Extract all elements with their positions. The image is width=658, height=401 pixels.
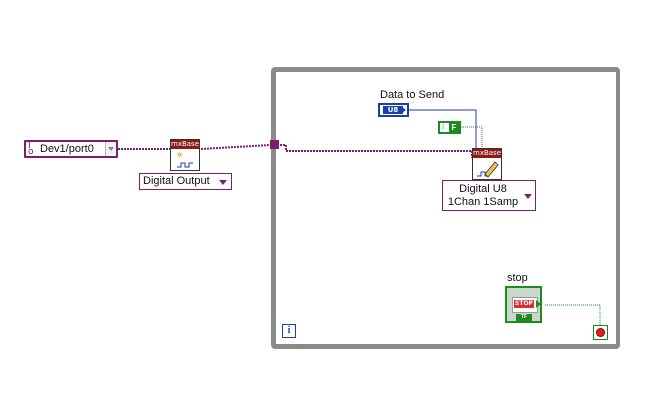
io-channel-label: Dev1/port0 [40, 143, 94, 155]
stop-type-badge: TF [516, 314, 532, 321]
data-to-send-label: Data to Send [380, 89, 445, 101]
data-wire [409, 109, 477, 148]
svg-text:✳: ✳ [176, 151, 184, 161]
stop-condition-icon [597, 329, 604, 336]
stop-button-text: STOP [514, 300, 534, 308]
loop-condition-terminal[interactable] [593, 325, 608, 340]
bool-wire [461, 126, 483, 148]
write-vi[interactable]: mxBase [472, 148, 502, 180]
stop-button-terminal[interactable]: STOP TF [505, 286, 542, 323]
stop-label: stop [507, 272, 528, 284]
stop-button-face: STOP [512, 297, 538, 313]
task-wire-3 [280, 144, 473, 158]
task-type-ring-value: Digital Output [143, 175, 210, 187]
create-task-vi-header: mxBase [171, 140, 200, 149]
io-channel-dropdown-arrow[interactable] [105, 142, 116, 156]
terminal-arrow-icon [402, 107, 406, 113]
terminal-arrow-icon [536, 300, 541, 308]
task-wire-2 [200, 144, 271, 150]
u8-type-badge: U8 [383, 106, 403, 114]
write-type-line1: Digital U8 [459, 183, 507, 195]
chevron-down-icon [524, 194, 532, 199]
stop-wire [545, 304, 601, 325]
iteration-terminal: i [282, 324, 296, 338]
data-to-send-terminal[interactable]: U8 [378, 103, 409, 117]
write-type-line2: 1Chan 1Samp [447, 196, 519, 208]
bool-tf-icon: ⁞ [442, 123, 445, 131]
digital-output-icon: ✳ [176, 151, 193, 168]
write-type-ring[interactable]: Digital U8 1Chan 1Samp [442, 180, 536, 211]
write-vi-header: mxBase [473, 149, 502, 158]
bool-constant-value: F [449, 123, 459, 132]
boolean-constant[interactable]: ⁞ F [438, 121, 461, 134]
create-task-vi[interactable]: mxBase ✳ [170, 139, 200, 171]
task-type-ring[interactable]: Digital Output [139, 173, 232, 190]
write-pencil-icon [477, 161, 499, 178]
while-loop [271, 67, 620, 349]
chevron-down-icon [219, 180, 227, 185]
loop-tunnel [270, 140, 279, 149]
